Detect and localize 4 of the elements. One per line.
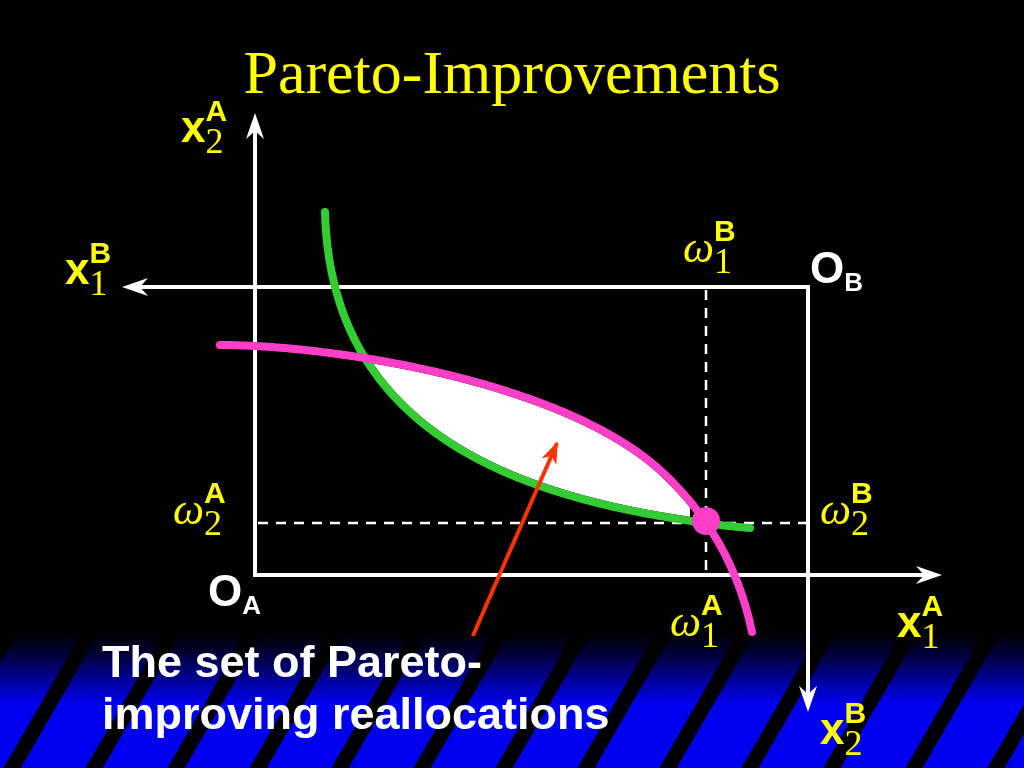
leader-arrow (470, 441, 559, 637)
origin-label: O$_{B}$ (810, 246, 863, 293)
origin-label: O$_{A}$ (208, 569, 261, 616)
lens-region (373, 363, 690, 517)
